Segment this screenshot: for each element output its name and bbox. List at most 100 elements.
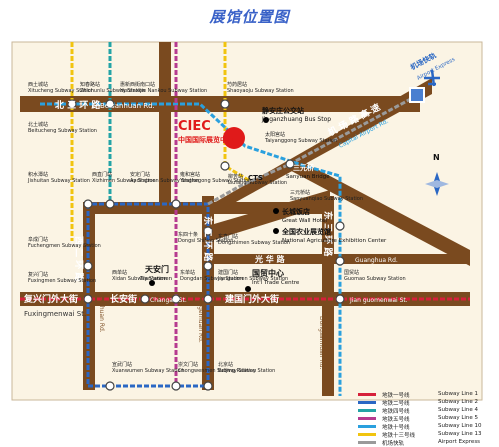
station-label: Fuxingmen Subway Station <box>28 278 96 284</box>
tiananmen-dot <box>149 280 155 286</box>
station-marker <box>105 381 115 391</box>
station-label: 崇文门站 <box>178 361 198 368</box>
place-label: Tian'anmen <box>139 276 173 282</box>
station-label: Fuchengmen Subway Station <box>28 243 101 249</box>
station-marker <box>203 294 213 304</box>
legend-item: 地铁一号线 Subway Line 1 <box>358 391 494 399</box>
station-label: Dongzhimen Subway Station <box>218 240 290 246</box>
station-label: Jishuitan Subway Station <box>27 178 90 184</box>
road-label: Xierhuan Rd. <box>98 294 105 333</box>
place-label: 长城饭店 <box>282 207 310 216</box>
place-label: Int'l Trade Centre <box>252 280 300 286</box>
station-marker <box>171 199 181 209</box>
legend-swatch <box>358 441 376 444</box>
station-marker <box>171 381 181 391</box>
legend-label-cn: 地铁四号线 <box>382 409 410 415</box>
legend-label-cn: 地铁十三号线 <box>382 433 416 439</box>
station-label: 雍和宫站 <box>180 171 200 178</box>
station-label: Xidan Subway Station <box>112 276 167 282</box>
station-markers <box>67 99 345 391</box>
station-label: 三元桥站 <box>290 189 310 196</box>
road-se-diagonal <box>282 158 470 266</box>
station-marker <box>83 261 93 271</box>
place-label: Great Wall Hotel <box>282 218 327 224</box>
station-label: 阜成门站 <box>28 236 48 243</box>
station-label: Beitucheng Subway Station <box>28 128 97 134</box>
station-marker <box>105 99 115 109</box>
legend-label-en: Subway Line 5 <box>438 415 479 421</box>
station-marker <box>335 294 345 304</box>
road-label: Dongsanhuan Rd. <box>318 316 325 369</box>
legend-swatch <box>358 425 376 428</box>
ciec-label: CIEC <box>178 119 211 134</box>
nongye-dot <box>273 228 279 234</box>
road-label: 长安街 <box>110 293 137 305</box>
station-label: 北土城站 <box>28 121 48 128</box>
station-label: Yonghegong Subway Station <box>179 178 251 184</box>
station-marker <box>220 161 230 171</box>
station-label: 西单站 <box>112 269 127 276</box>
station-label: Liufang Subway Station <box>228 180 287 186</box>
legend-label-cn: 地铁一号线 <box>382 393 410 399</box>
bus-stop-dot <box>263 117 269 123</box>
station-labels: 芍药居站 Shaoyaoju Subway Station 太阳宫站 Taiya… <box>27 81 406 374</box>
station-label: 积水潭站 <box>28 171 48 178</box>
station-marker <box>203 381 213 391</box>
road-label: Changan St. <box>150 297 187 304</box>
station-label: Andingmen Subway Station <box>130 178 199 184</box>
station-marker <box>67 99 77 109</box>
station-label: Shaoyaoju Subway Station <box>227 88 294 94</box>
station-label: Guomao Subway Station <box>344 276 406 282</box>
ciec-marker <box>223 127 245 149</box>
station-label: Sanyuanqiao Subway Station <box>290 196 363 202</box>
legend-swatch <box>358 409 376 412</box>
road-label: 光 华 路 <box>254 254 286 264</box>
legend-label-en: Subway Line 13 <box>438 431 482 437</box>
place-label: Sanyuan Bridge <box>286 174 330 180</box>
road-label: 东 三 环 路 <box>322 211 334 257</box>
station-label: 西直门站 <box>92 171 112 178</box>
station-label: 东四十条 <box>178 231 198 238</box>
place-label: 三元桥 <box>293 163 315 172</box>
station-marker <box>220 99 230 109</box>
legend-label-en: Subway Line 10 <box>438 423 482 429</box>
airport-terminal <box>409 87 425 103</box>
legend-label-cn: 地铁二号线 <box>382 401 410 407</box>
station-label: 知春路站 <box>80 81 100 88</box>
station-label: Beijing Railway Station <box>218 368 275 374</box>
station-label: Chongwenmen Subway Station <box>178 368 256 374</box>
subway-line-10 <box>40 102 342 396</box>
road-beisanhuan <box>20 96 420 112</box>
station-label: Zhichunlu Subway Station <box>80 88 145 94</box>
place-label: National Agriculture Exhibition Center <box>282 238 387 244</box>
station-marker <box>105 199 115 209</box>
legend-label-en: Subway Line 1 <box>438 391 479 397</box>
road-label: Jian guomenwai St. <box>349 297 408 304</box>
station-label: 宣武门站 <box>112 361 132 368</box>
station-marker <box>140 294 150 304</box>
road-label: 西 二 环 路 <box>73 236 85 282</box>
station-label: 柳芳站 <box>228 173 243 180</box>
station-label: Xizhimen Subway Station <box>92 178 156 184</box>
station-label: Huixinxijie Nankou Subway Station <box>120 88 207 94</box>
station-marker <box>335 256 345 266</box>
station-marker <box>83 294 93 304</box>
place-label: 天安门 <box>145 264 169 274</box>
road-label: 东 二 环 路 <box>202 216 214 262</box>
guomao-dot <box>245 286 251 292</box>
compass-north-label: N <box>433 153 440 162</box>
legend-label-en: Airport Express <box>438 439 481 445</box>
station-label: Jianguomen Subway Station <box>217 276 288 282</box>
station-label: 北京站 <box>218 361 233 368</box>
legend-swatch <box>358 433 376 436</box>
station-label: 惠新西街南口站 <box>120 81 155 88</box>
station-label: 西土城站 <box>28 81 48 88</box>
map-svg: 北 三 环 路 Beisanhuan Rd. 机 场 路 高 速 Capital… <box>11 41 483 401</box>
station-marker <box>335 221 345 231</box>
station-label: 太阳宫站 <box>265 131 285 138</box>
compass-icon <box>425 172 449 196</box>
legend-swatch <box>358 401 376 404</box>
